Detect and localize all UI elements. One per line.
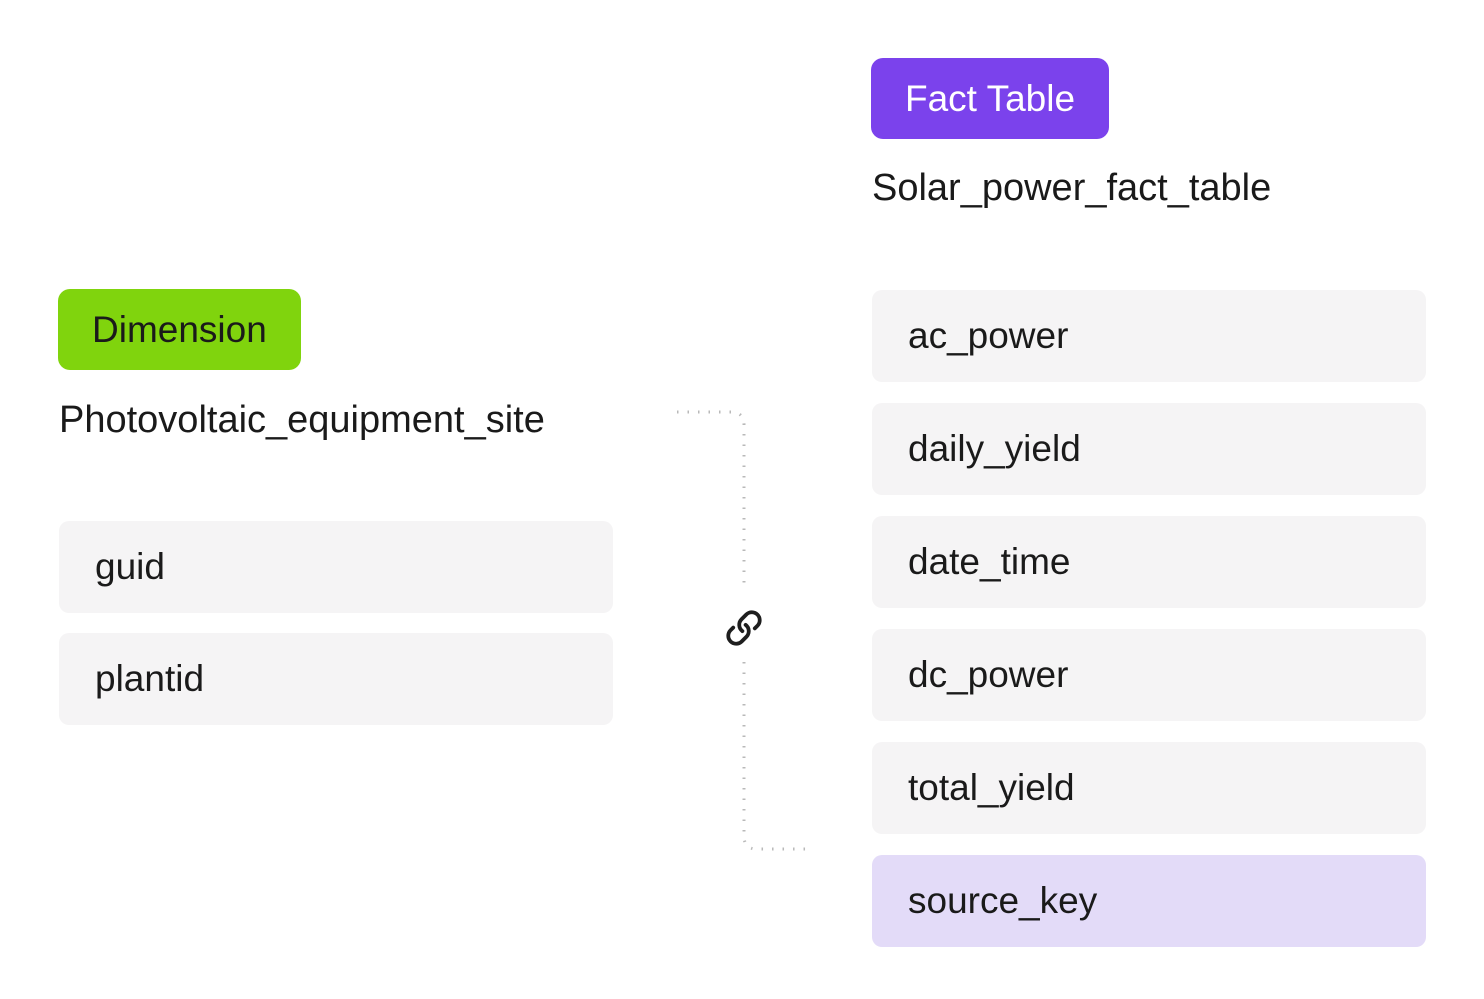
field-name: total_yield <box>908 767 1075 808</box>
fact-table-name: Solar_power_fact_table <box>872 167 1272 209</box>
link-icon-glyph <box>726 610 762 646</box>
field-name: source_key <box>908 880 1098 921</box>
link-icon[interactable] <box>725 609 763 647</box>
field-row-guid[interactable]: guid <box>59 521 613 613</box>
field-row-plantid[interactable]: plantid <box>59 633 613 725</box>
field-name: date_time <box>908 541 1071 582</box>
field-row-date-time[interactable]: date_time <box>872 516 1426 608</box>
field-name: daily_yield <box>908 428 1081 469</box>
field-row-daily-yield[interactable]: daily_yield <box>872 403 1426 495</box>
field-name: guid <box>95 546 165 587</box>
field-name: ac_power <box>908 315 1069 356</box>
dimension-badge: Dimension <box>58 289 301 370</box>
field-row-dc-power[interactable]: dc_power <box>872 629 1426 721</box>
field-name: dc_power <box>908 654 1069 695</box>
field-row-ac-power[interactable]: ac_power <box>872 290 1426 382</box>
field-name: plantid <box>95 658 205 699</box>
dimension-table-name: Photovoltaic_equipment_site <box>59 399 545 441</box>
fact-table-badge: Fact Table <box>871 58 1110 139</box>
field-row-source-key[interactable]: source_key <box>872 855 1426 947</box>
field-row-total-yield[interactable]: total_yield <box>872 742 1426 834</box>
